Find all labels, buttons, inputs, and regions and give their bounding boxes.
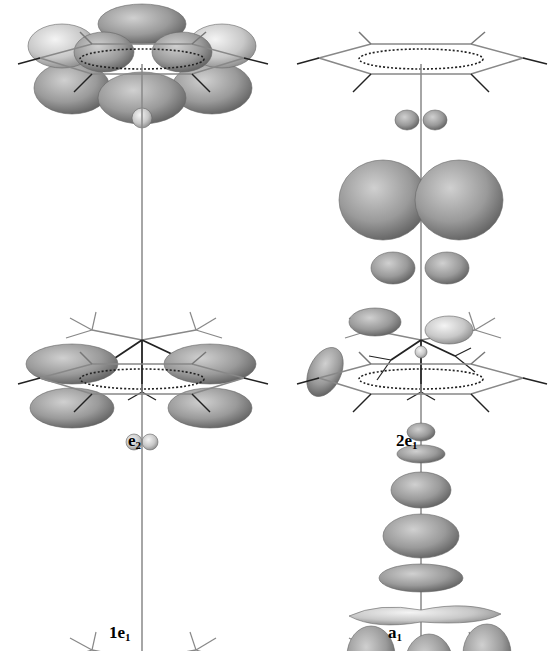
orbital-label: 1e1 [109,624,131,643]
orbital-label: a1 [388,624,402,643]
orbital-label: 2e1 [396,432,418,451]
orbital-label: e2 [128,432,141,451]
